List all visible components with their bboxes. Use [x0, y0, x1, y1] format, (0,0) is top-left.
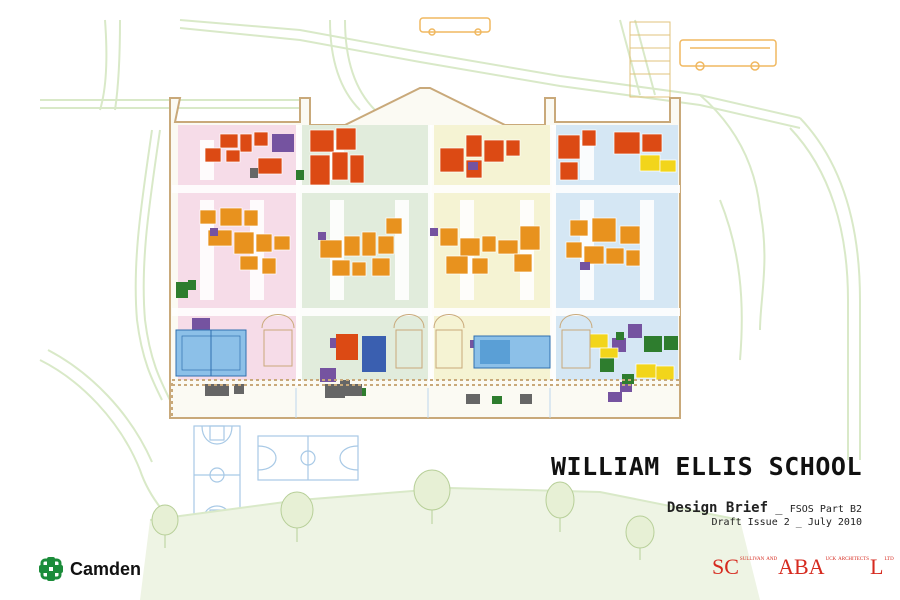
sports-hall-yellow: [473, 335, 551, 369]
parking-blue-lines: [295, 388, 551, 418]
room-red-bottom: [336, 334, 386, 372]
document-issue: Draft Issue 2 _ July 2010: [711, 517, 862, 528]
scabal-small3: UCK: [825, 557, 837, 562]
rooms-grey: [205, 168, 532, 404]
document-subtitle: Design Brief _ FSOS Part B2: [520, 500, 862, 516]
rooms-yellow: [589, 154, 677, 381]
parking-area: [629, 21, 671, 98]
bus-icon: [679, 39, 777, 71]
camden-label: Camden: [70, 558, 142, 579]
scabal-small2: AND: [766, 557, 778, 562]
camden-logo: Camden: [38, 556, 141, 582]
camden-knot-icon: [39, 557, 63, 581]
subtitle-main: Design Brief: [666, 500, 769, 516]
subtitle-part: FSOS Part B2: [789, 504, 862, 515]
document-title: WILLIAM ELLIS SCHOOL: [550, 452, 862, 481]
court-outlines: [261, 314, 593, 369]
rooms-top-row: [204, 127, 663, 186]
scabal-small1: SULLIVAN: [739, 557, 765, 562]
scabal-part2: ABA: [778, 554, 825, 579]
scabal-part3: L: [869, 554, 884, 579]
scabal-logo: SC SULLIVAN AND ABA UCK ARCHITECTS L LTD: [712, 556, 895, 578]
bus-icon-top: [419, 17, 491, 36]
sports-hall-pink: [175, 329, 247, 377]
trees: [151, 469, 655, 560]
scabal-small4: ARCHITECTS: [838, 557, 869, 562]
service-zone: [171, 379, 681, 419]
scabal-part1: SC: [712, 554, 739, 579]
basketball-court-horizontal: [257, 435, 359, 481]
scabal-mark: LTD: [884, 557, 894, 562]
subtitle-separator: _: [775, 501, 783, 515]
